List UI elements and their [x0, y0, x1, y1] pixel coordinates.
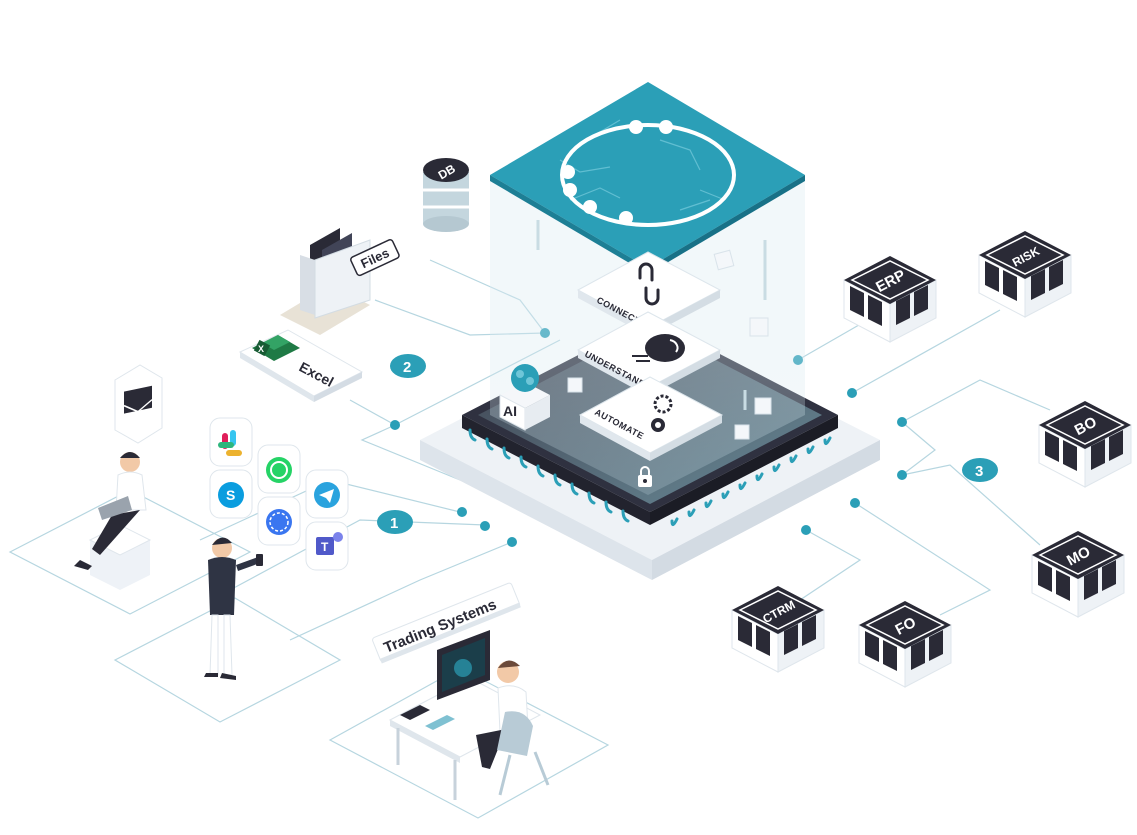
files-folder: Files — [280, 228, 400, 335]
chip-pins — [468, 428, 832, 526]
server-erp: ERP — [843, 256, 937, 343]
teams-icon: T — [305, 521, 349, 571]
person-laptop — [74, 452, 152, 590]
ai-label: AI — [503, 403, 517, 419]
server-risk: RISK — [978, 231, 1072, 318]
hub-logo-tile — [490, 82, 805, 274]
lightbulb-icon — [632, 334, 685, 362]
step-2-label: 2 — [403, 359, 411, 376]
server-bo: BO — [1038, 401, 1132, 488]
system-servers: ERP RISK BO MO CTRM FO — [731, 231, 1132, 688]
slack-icon — [209, 417, 253, 467]
person-phone — [204, 537, 263, 680]
teams-icon-letter: T — [321, 540, 329, 554]
trading-desk — [388, 630, 550, 800]
step-badge-2: 2 — [390, 354, 426, 378]
gears-icon — [651, 394, 673, 432]
link-icon — [638, 262, 660, 306]
excel-card: X Excel — [238, 329, 364, 402]
step-3-label: 3 — [975, 463, 983, 480]
layer-automate: AUTOMATE — [578, 376, 724, 461]
step-badge-1: 1 — [377, 510, 413, 534]
signal-icon — [257, 496, 301, 546]
monitor-icon — [437, 630, 490, 700]
skype-icon-letter: S — [226, 487, 235, 503]
whatsapp-icon — [257, 444, 301, 494]
step-badge-3: 3 — [962, 458, 998, 482]
telegram-icon — [305, 469, 349, 519]
skype-icon: S — [209, 469, 253, 519]
lock-icon — [638, 466, 652, 487]
server-ctrm: CTRM — [731, 586, 825, 673]
server-fo: FO — [858, 601, 952, 688]
db-stack: DB — [423, 158, 469, 232]
envelope-icon — [114, 364, 163, 444]
step-1-label: 1 — [390, 515, 398, 532]
excel-icon-letter: X — [258, 344, 264, 354]
ai-block: AI — [499, 364, 550, 431]
brain-icon — [511, 364, 539, 392]
excel-icon: X — [252, 335, 300, 361]
connector-lines — [8, 259, 1051, 819]
messaging-apps: S T — [209, 417, 349, 571]
server-mo: MO — [1031, 531, 1125, 618]
